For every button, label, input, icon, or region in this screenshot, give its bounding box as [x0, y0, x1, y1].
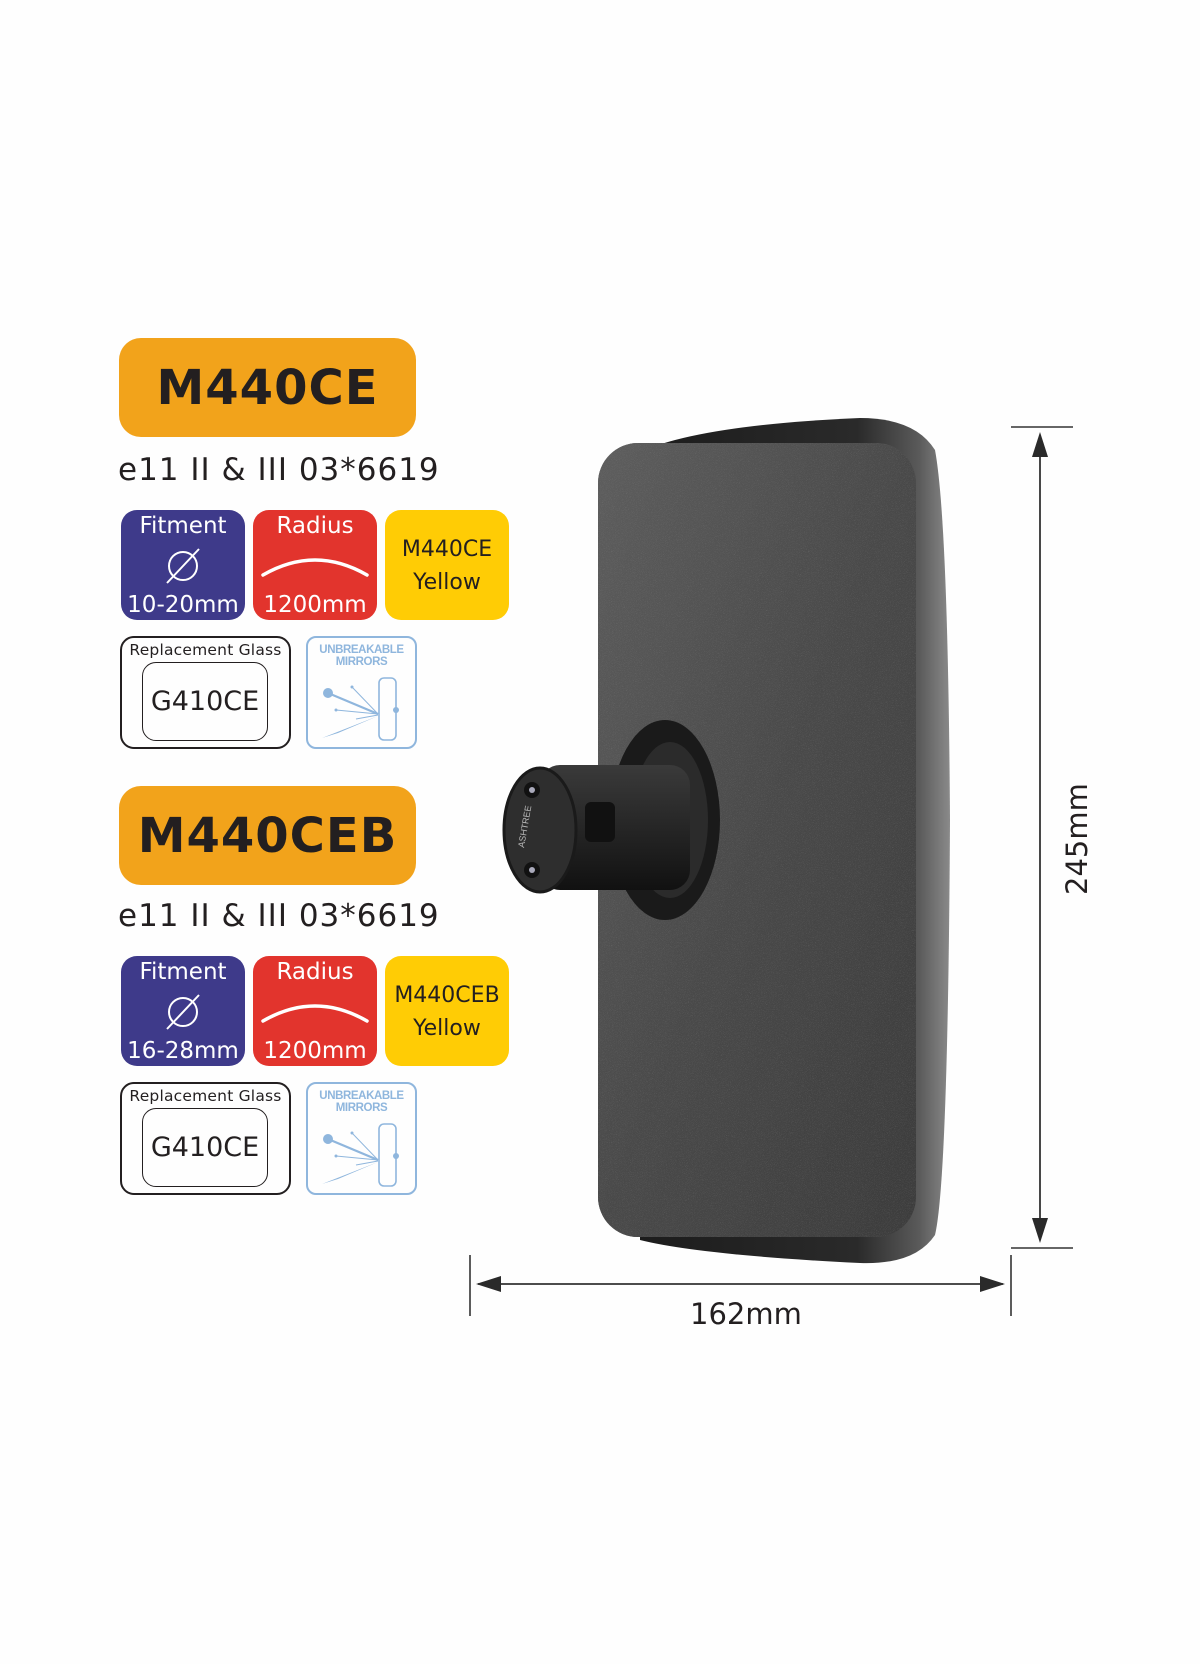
replacement-glass-code: G410CE [142, 1108, 268, 1187]
color-tile: M440CE Yellow [385, 510, 509, 620]
fitment-tile: Fitment 16-28mm [121, 956, 245, 1066]
radius-tile: Radius 1200mm [253, 510, 377, 620]
approval-code: e11 II & III 03*6619 [118, 452, 440, 488]
radius-value: 1200mm [263, 592, 367, 618]
impact-mirror-icon [322, 677, 399, 741]
color-tile-color: Yellow [413, 1015, 481, 1041]
color-tile-model: M440CEB [394, 982, 500, 1008]
unbreakable-mirrors-badge: UNBREAKABLE MIRRORS [306, 636, 417, 749]
impact-mirror-icon [322, 1123, 399, 1187]
height-dimension-label: 245mm [1060, 783, 1094, 895]
fitment-label: Fitment [139, 959, 227, 985]
diameter-icon [166, 547, 200, 584]
unbreakable-line1: UNBREAKABLE [319, 644, 404, 656]
unbreakable-line1: UNBREAKABLE [319, 1090, 404, 1102]
radius-value: 1200mm [263, 1038, 367, 1064]
model-number: M440CEB [137, 807, 398, 864]
mirror-product-image: ASHTREE [502, 418, 950, 1264]
model-badge: M440CE [119, 338, 416, 437]
unbreakable-line2: MIRRORS [335, 656, 388, 668]
arrow-down-icon [1032, 1218, 1048, 1243]
fitment-value: 10-20mm [127, 592, 239, 618]
fitment-tile: Fitment 10-20mm [121, 510, 245, 620]
arrow-up-icon [1032, 432, 1048, 457]
arrow-left-icon [476, 1276, 501, 1292]
color-tile-color: Yellow [413, 569, 481, 595]
replacement-glass-code: G410CE [142, 662, 268, 741]
radius-label: Radius [276, 513, 354, 539]
radius-label: Radius [276, 959, 354, 985]
replacement-glass-label: Replacement Glass [129, 641, 282, 659]
fitment-label: Fitment [139, 513, 227, 539]
color-tile-model: M440CE [401, 536, 493, 562]
curve-arc-icon [261, 557, 369, 577]
diameter-icon [166, 993, 200, 1030]
unbreakable-line2: MIRRORS [335, 1102, 388, 1114]
radius-tile: Radius 1200mm [253, 956, 377, 1066]
model-badge: M440CEB [119, 786, 416, 885]
arrow-right-icon [980, 1276, 1005, 1292]
replacement-glass-label: Replacement Glass [129, 1087, 282, 1105]
clamp-cap [502, 766, 578, 894]
fitment-value: 16-28mm [127, 1038, 239, 1064]
width-dimension-label: 162mm [690, 1297, 802, 1331]
replacement-glass-box: Replacement Glass G410CE [120, 1082, 291, 1195]
color-tile: M440CEB Yellow [385, 956, 509, 1066]
approval-code: e11 II & III 03*6619 [118, 898, 440, 934]
model-number: M440CE [156, 359, 379, 416]
unbreakable-mirrors-badge: UNBREAKABLE MIRRORS [306, 1082, 417, 1195]
replacement-glass-box: Replacement Glass G410CE [120, 636, 291, 749]
curve-arc-icon [261, 1003, 369, 1023]
